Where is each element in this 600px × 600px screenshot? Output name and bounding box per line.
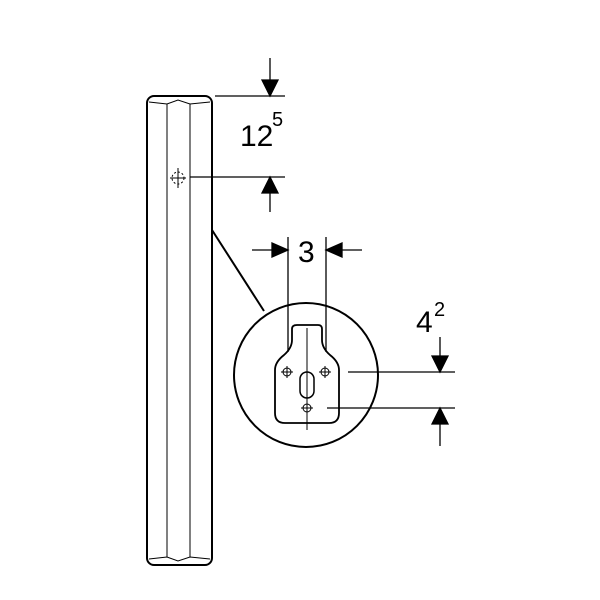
- dimension-superscript-top: 5: [272, 109, 283, 131]
- dimension-hole-spacing: 3: [252, 236, 362, 352]
- dimension-label-spacing: 3: [298, 236, 315, 269]
- detail-leader-line: [211, 229, 265, 312]
- dimension-top-offset: 12 5: [190, 58, 285, 212]
- dimension-superscript-vertical: 2: [434, 299, 445, 321]
- dimension-label-vertical: 4: [416, 306, 433, 339]
- detail-circle: [233, 302, 379, 448]
- dimension-vertical-offset: 4 2: [327, 299, 455, 446]
- panel: [146, 95, 213, 566]
- bracket-plate: [274, 324, 340, 424]
- fixing-point-symbol: [170, 168, 186, 188]
- dimension-label-top: 12: [240, 120, 273, 153]
- mounting-holes: [281, 328, 331, 430]
